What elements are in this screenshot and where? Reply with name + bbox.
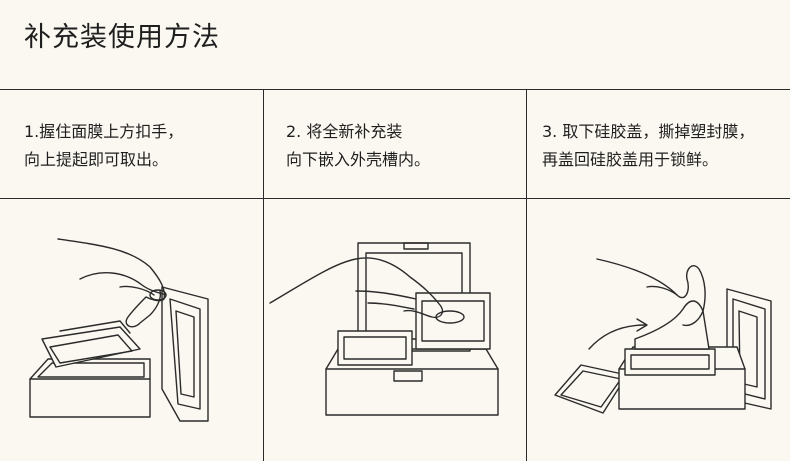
column-divider-2 xyxy=(526,89,527,461)
page-title: 补充装使用方法 xyxy=(24,22,220,53)
step-2-illustration xyxy=(269,242,499,416)
peel-arrow-icon xyxy=(588,324,646,350)
step-1-line-1: 1.握住面膜上方扣手， xyxy=(24,122,184,141)
case-base xyxy=(325,368,499,416)
step-3-illustration xyxy=(554,258,772,414)
mask-pack xyxy=(41,326,141,368)
case-base xyxy=(618,368,746,410)
case-lid xyxy=(161,286,209,422)
header-divider xyxy=(0,89,790,90)
steps-divider xyxy=(0,198,790,199)
case-base xyxy=(29,378,151,418)
step-1-line-2: 向上提起即可取出。 xyxy=(24,150,169,169)
hand xyxy=(269,257,444,319)
hand xyxy=(57,238,166,328)
hand xyxy=(596,258,706,327)
step-2-text: 2. 将全新补充装 向下嵌入外壳槽内。 xyxy=(286,118,430,174)
right-refill xyxy=(415,292,491,350)
step-3-text: 3. 取下硅胶盖，撕掉塑封膜， 再盖回硅胶盖用于锁鲜。 xyxy=(542,118,754,174)
step-2-line-1: 2. 将全新补充装 xyxy=(286,122,403,141)
column-divider-1 xyxy=(263,89,264,461)
refill xyxy=(624,348,716,376)
step-1-illustration xyxy=(29,238,209,422)
step-1-text: 1.握住面膜上方扣手， 向上提起即可取出。 xyxy=(24,118,183,174)
left-refill xyxy=(337,330,413,366)
case-top-rim xyxy=(29,358,151,380)
step-2-line-2: 向下嵌入外壳槽内。 xyxy=(286,150,431,169)
step-3-line-1: 3. 取下硅胶盖，撕掉塑封膜， xyxy=(542,122,755,141)
step-3-line-2: 再盖回硅胶盖用于锁鲜。 xyxy=(542,150,719,169)
